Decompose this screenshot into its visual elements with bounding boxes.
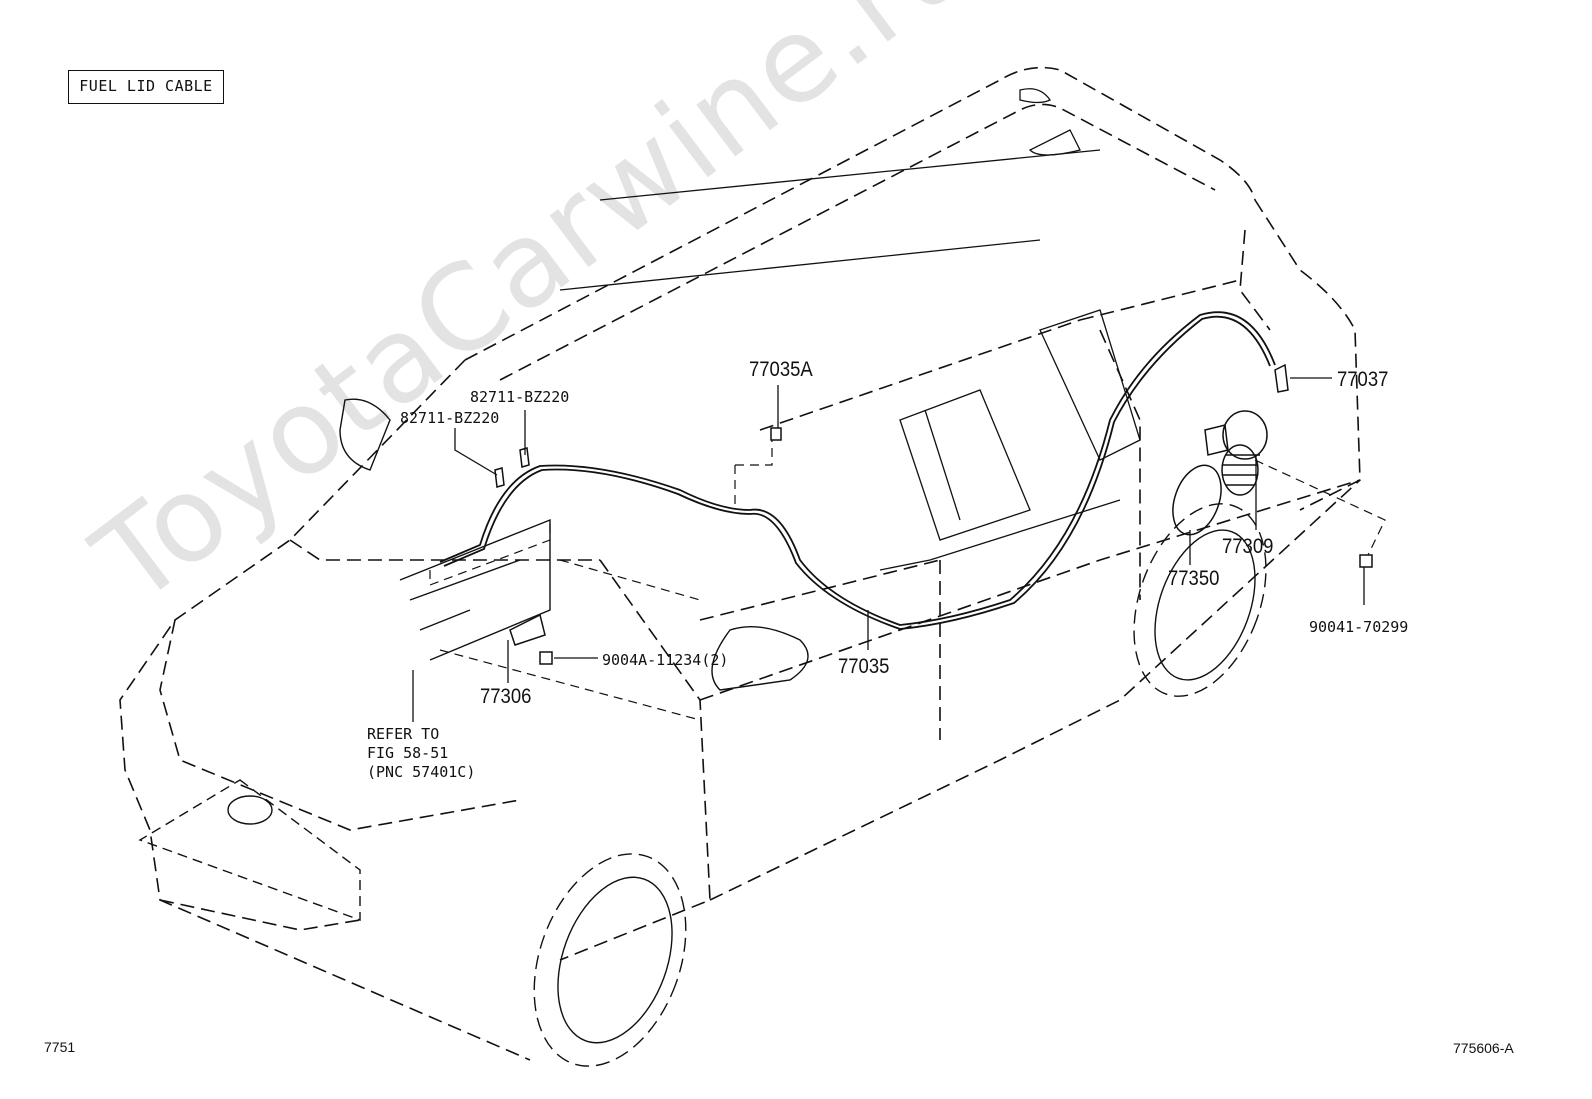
part-label-77350: 77350 bbox=[1168, 567, 1220, 590]
part-label-9004a-11234: 9004A-11234(2) bbox=[602, 651, 729, 669]
part-label-77309: 77309 bbox=[1222, 535, 1274, 558]
part-label-82711-bz220-upper: 82711-BZ220 bbox=[470, 388, 570, 406]
wheels bbox=[533, 503, 1267, 1067]
part-label-77306: 77306 bbox=[480, 685, 532, 708]
indicator-dashes bbox=[429, 440, 1386, 721]
footer-right-code: 775606-A bbox=[1453, 1040, 1514, 1056]
reference-note: REFER TO FIG 58-51 (PNC 57401C) bbox=[367, 725, 476, 781]
leader-lines bbox=[412, 377, 1365, 722]
vehicle-body-outline bbox=[119, 66, 1361, 1061]
cable-77035 bbox=[439, 311, 1276, 630]
fuel-lid-assembly bbox=[494, 363, 1373, 665]
footer-left-code: 7751 bbox=[44, 1039, 76, 1055]
part-label-77035a: 77035A bbox=[749, 358, 813, 381]
diagram-title: FUEL LID CABLE bbox=[68, 70, 224, 104]
part-label-77035: 77035 bbox=[838, 655, 890, 678]
part-label-90041-70299: 90041-70299 bbox=[1309, 618, 1409, 636]
part-label-82711-bz220-lower: 82711-BZ220 bbox=[400, 409, 500, 427]
part-label-77037: 77037 bbox=[1337, 368, 1389, 391]
mirror-and-interior bbox=[138, 398, 809, 921]
window-lines bbox=[559, 88, 1141, 571]
